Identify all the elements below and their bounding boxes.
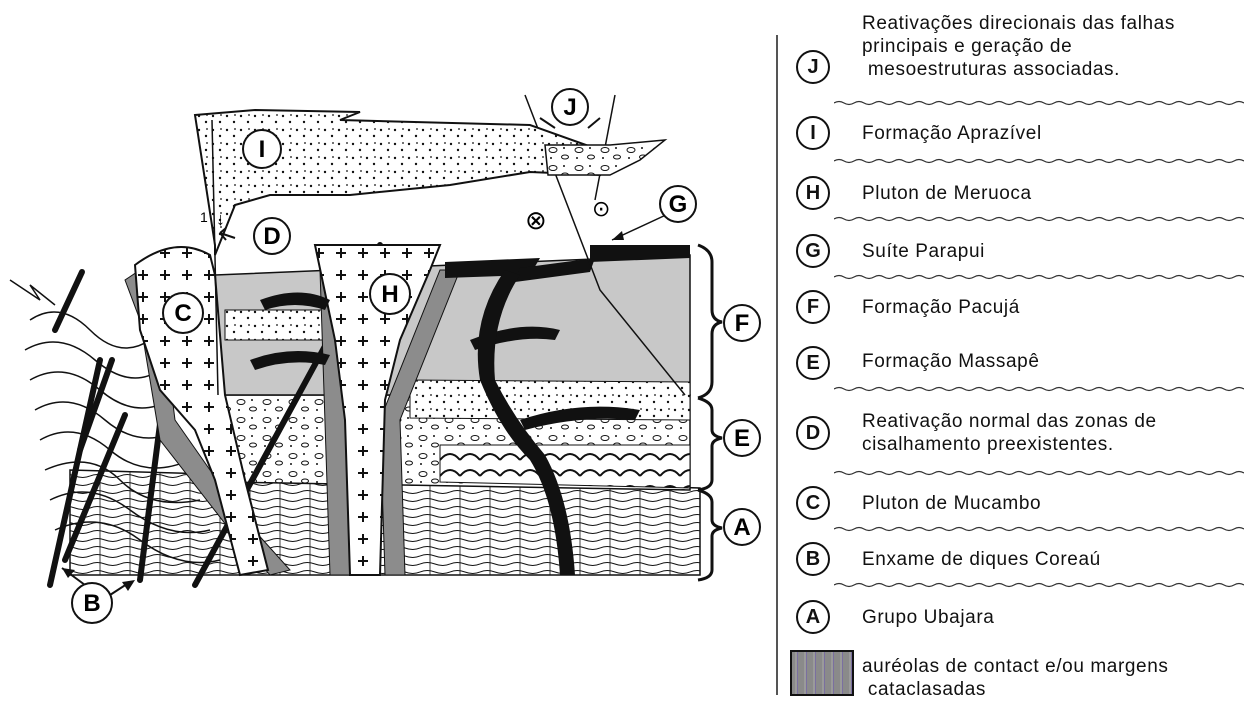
label-a: A (724, 509, 760, 545)
legend-separator (834, 274, 1244, 280)
legend-letter-e: E (796, 346, 830, 380)
svg-text:B: B (83, 590, 100, 617)
down-arrow-icon: ↓ (216, 209, 225, 229)
legend-text-i: Formação Aprazível (862, 122, 1042, 145)
legend-text-a: Grupo Ubajara (862, 606, 994, 629)
label-b: B (72, 583, 112, 623)
svg-text:J: J (563, 94, 576, 121)
label-d: D (254, 218, 290, 254)
legend-letter-a: A (796, 600, 830, 634)
legend-separator (834, 386, 1244, 392)
svg-text:E: E (734, 425, 750, 452)
svg-text:A: A (733, 514, 750, 541)
legend-letter-h: H (796, 176, 830, 210)
aureole-swatch (790, 650, 854, 696)
label-f: F (724, 305, 760, 341)
label-j: J (552, 89, 588, 125)
label-e: E (724, 420, 760, 456)
label-h: H (370, 274, 410, 314)
into-page-icon: ⊗ (525, 205, 547, 235)
unit-braces (698, 245, 722, 580)
legend-separator (834, 526, 1244, 532)
legend-text-b: Enxame de diques Coreaú (862, 548, 1101, 571)
legend-text-g: Suíte Parapui (862, 240, 985, 263)
legend-separator (834, 216, 1244, 222)
legend-text-f: Formação Pacujá (862, 296, 1020, 319)
svg-text:I: I (259, 136, 266, 163)
legend-separator (834, 100, 1244, 106)
legend-separator (834, 582, 1244, 588)
svg-text:D: D (263, 223, 280, 250)
legend: J Reativações direcionais das falhas pri… (790, 0, 1251, 708)
aprazivel-fragment (545, 140, 665, 175)
legend-text-c: Pluton de Mucambo (862, 492, 1041, 515)
fault-slip-number: 1 (200, 209, 208, 225)
svg-text:C: C (174, 300, 191, 327)
legend-letter-c: C (796, 486, 830, 520)
label-c: C (163, 293, 203, 333)
svg-text:F: F (735, 310, 750, 337)
legend-letter: J (796, 50, 830, 84)
legend-letter-f: F (796, 290, 830, 324)
scallop-band (440, 445, 690, 488)
label-i: I (243, 130, 281, 168)
pebbly-band (225, 310, 330, 340)
legend-text-e: Formação Massapê (862, 350, 1040, 373)
legend-letter-d: D (796, 416, 830, 450)
out-of-page-icon: ⊙ (592, 196, 610, 221)
legend-separator (834, 470, 1244, 476)
svg-text:G: G (669, 191, 688, 218)
label-g: G (660, 186, 696, 222)
legend-letter-i: I (796, 116, 830, 150)
svg-text:H: H (381, 281, 398, 308)
legend-text-d: Reativação normal das zonas de cisalhame… (862, 410, 1157, 456)
legend-text-h: Pluton de Meruoca (862, 182, 1032, 205)
legend-text-j: Reativações direcionais das falhas princ… (862, 12, 1175, 81)
legend-letter-b: B (796, 542, 830, 576)
geologic-cross-section: 1 ↓ ⊗ ⊙ J I D G C H F (0, 0, 775, 708)
legend-letter-g: G (796, 234, 830, 268)
legend-divider (776, 35, 778, 695)
legend-separator (834, 158, 1244, 164)
g-leader-arrowhead (612, 231, 624, 240)
aureole-swatch-text: auréolas de contact e/ou margens catacla… (862, 655, 1169, 701)
